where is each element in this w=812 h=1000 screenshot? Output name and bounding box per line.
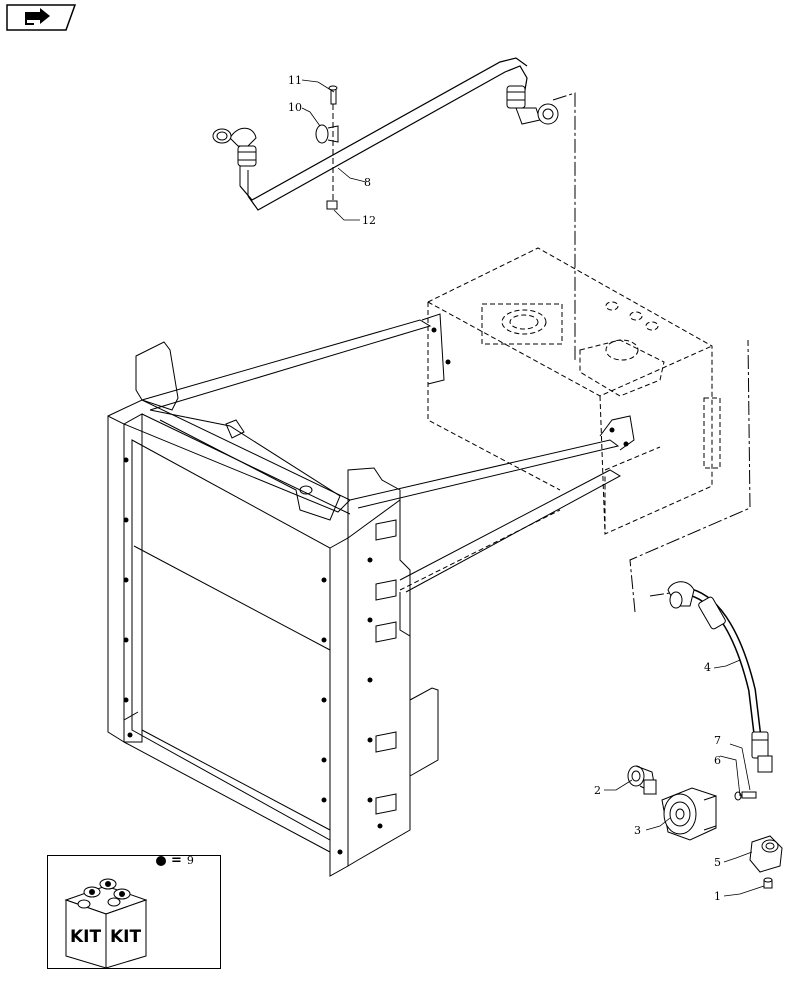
kit-equals: = (171, 853, 182, 868)
cooler-frame (107, 313, 635, 877)
bolt-6-7 (734, 791, 757, 801)
callout-5: 5 (714, 856, 721, 869)
nav-back-button[interactable] (6, 4, 77, 31)
callout-labels: 11 10 8 12 4 7 6 2 3 5 1 (288, 74, 721, 903)
hose-4 (667, 581, 773, 773)
fitting-2 (627, 765, 657, 795)
callout-7: 7 (714, 734, 721, 747)
clamp-assembly (315, 85, 339, 210)
kit-box-icon: KIT KIT (64, 878, 148, 969)
kit-label-right: KIT (110, 927, 141, 947)
kit-dot-icon (156, 855, 166, 866)
kit-label-left: KIT (70, 927, 101, 947)
callout-8: 8 (364, 176, 371, 189)
callout-2: 2 (594, 784, 601, 797)
frame-bolts (123, 327, 629, 855)
hydraulic-tank-phantom (399, 247, 721, 591)
leader-lines (301, 79, 765, 897)
callout-4: 4 (704, 661, 711, 674)
callout-6: 6 (714, 754, 721, 767)
callout-12: 12 (362, 214, 376, 227)
kit-item-number: 9 (186, 854, 194, 867)
callout-11: 11 (288, 74, 302, 87)
fitting-5 (749, 835, 783, 873)
pump-3 (661, 787, 717, 841)
callout-1: 1 (714, 890, 721, 903)
kit-legend-box: KIT KIT (47, 855, 221, 969)
plug-1 (763, 877, 773, 889)
kit-legend: = 9 (156, 853, 194, 868)
tube-8 (212, 57, 559, 211)
post-brackets (375, 519, 397, 815)
callout-10: 10 (288, 101, 302, 114)
back-arrow-icon (6, 4, 77, 31)
callout-3: 3 (634, 824, 641, 837)
